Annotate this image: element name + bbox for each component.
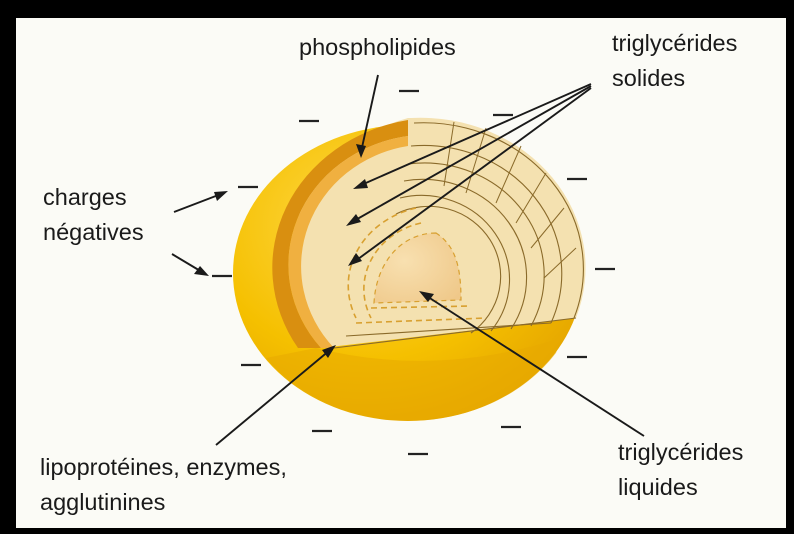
label-charges-line1: charges <box>43 184 127 210</box>
arrowhead-charges-1 <box>214 191 228 201</box>
label-lipoproteins-line2: agglutinines <box>40 489 165 515</box>
label-liquid-triglycerides-line1: triglycérides <box>618 439 743 465</box>
label-solid-triglycerides-line2: solides <box>612 65 685 91</box>
arrow-charges-1 <box>174 194 221 212</box>
milk-fat-globule-diagram: phospholipides triglycérides solides cha… <box>16 18 786 528</box>
diagram-frame: phospholipides triglycérides solides cha… <box>16 18 786 528</box>
label-phospholipids: phospholipides <box>299 34 456 60</box>
label-solid-triglycerides-line1: triglycérides <box>612 30 737 56</box>
arrow-charges-2 <box>172 254 202 272</box>
label-liquid-triglycerides-line2: liquides <box>618 474 698 500</box>
label-charges-line2: négatives <box>43 219 144 245</box>
label-lipoproteins-line1: lipoprotéines, enzymes, <box>40 454 287 480</box>
